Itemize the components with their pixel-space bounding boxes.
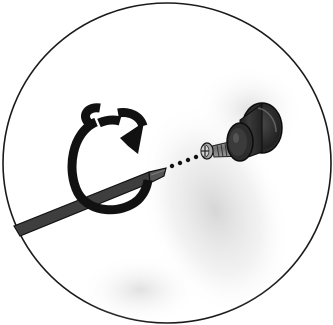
instruction-illustration [0,0,333,325]
diagram-canvas [0,0,333,325]
